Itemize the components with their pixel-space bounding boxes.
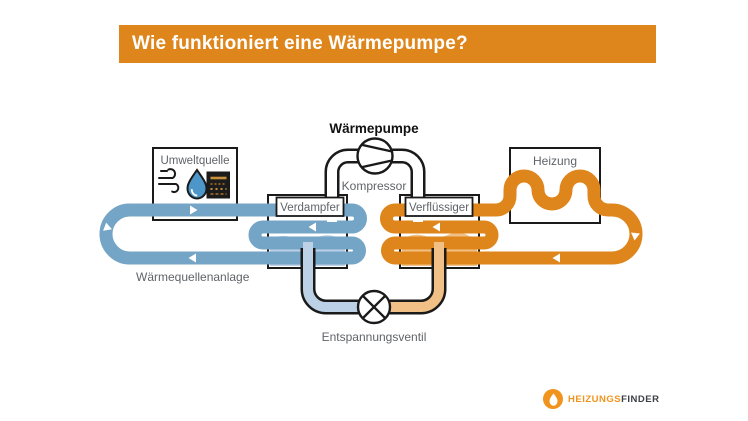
heizung-box [509, 147, 601, 224]
flow-arrow-source-top [190, 205, 198, 215]
liquid-pipe-right [374, 242, 444, 312]
verdampfer-label-chip [275, 196, 345, 217]
diagram-title: Wärmepumpe [329, 121, 419, 136]
water-drop-icon [186, 168, 208, 200]
flow-arrow-evaporator [308, 222, 316, 232]
flow-arrow-heating-bottom [552, 253, 560, 263]
liquid-pipe-left [303, 242, 374, 312]
heat-source-circuit [99, 203, 367, 265]
expansion-valve-icon [356, 289, 392, 325]
kompressor-label: Kompressor [342, 179, 407, 193]
logo-wordmark: HEIZUNGSFINDER [568, 394, 659, 405]
flow-arrows [103, 205, 640, 263]
title-banner: Wie funktioniert eine Wärmepumpe? [119, 25, 656, 63]
heizungsfinder-logo: HEIZUNGSFINDER [543, 389, 659, 409]
verfluessiger-label: Verflüssiger [409, 202, 469, 214]
verfluessiger-label-chip [404, 196, 474, 217]
verdampfer-label: Verdampfer [280, 202, 340, 214]
flow-arrow-source-bottom [188, 253, 196, 263]
heating-pipe [380, 169, 643, 265]
umweltquelle-label: Umweltquelle [160, 155, 229, 167]
refrigerant-circuit [300, 137, 447, 325]
heat-source-pipe [99, 203, 367, 265]
heizung-label: Heizung [533, 154, 577, 168]
flame-icon [543, 389, 563, 409]
waermequellenanlage-label: Wärmequellenanlage [136, 270, 250, 284]
compressor-icon [356, 137, 394, 175]
wind-icon [158, 168, 180, 194]
logo-text-heizungs: HEIZUNGS [568, 393, 622, 405]
heating-circuit [380, 169, 643, 265]
page-title: Wie funktioniert eine Wärmepumpe? [132, 33, 468, 54]
umweltquelle-icons [158, 168, 230, 200]
flow-arrow-condenser [432, 222, 440, 232]
flow-arrow-source-turn [103, 222, 112, 231]
entspannungsventil-label: Entspannungsventil [322, 330, 427, 344]
logo-text-finder: FINDER [621, 393, 660, 405]
flow-arrow-heating-turn [631, 232, 640, 241]
soil-icon [206, 171, 230, 199]
